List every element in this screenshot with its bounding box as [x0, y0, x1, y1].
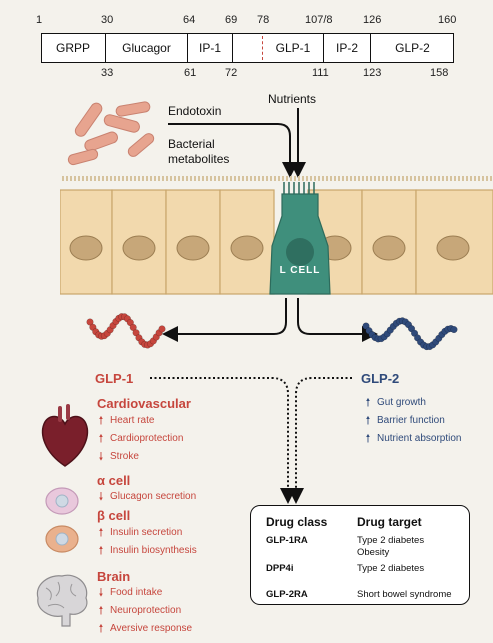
up-arrow-icon: 🠕: [365, 396, 371, 409]
peptide-bead: [86, 318, 94, 326]
segment-grpp: GRPP: [55, 41, 90, 55]
drug-target-dpp4i: Type 2 diabetes: [357, 563, 425, 574]
effect-gut-growth: 🠕Gut growth: [365, 396, 426, 409]
nutrients-label: Nutrients: [268, 92, 317, 106]
glp2-peptide-icon: [362, 317, 458, 351]
peptide-bead: [132, 329, 140, 337]
segment-glucagon: Glucagor: [105, 33, 187, 63]
pos-78: 78: [257, 14, 270, 26]
drug-class-glp1ra: GLP-1RA: [266, 535, 308, 546]
pos-123: 123: [363, 67, 382, 79]
up-arrow-icon: 🠕: [98, 432, 104, 445]
segment-spacer: [232, 33, 263, 63]
glp1-title: GLP-1: [95, 371, 134, 386]
segment-ip1: IP-1: [187, 33, 232, 63]
bacterial-metabolites-label: Bacterial metabolites: [168, 137, 230, 166]
beta-cell-icon: [45, 525, 79, 553]
pos-33: 33: [101, 67, 114, 79]
pos-160: 160: [438, 14, 457, 26]
segment-glp2: GLP-2: [370, 33, 454, 63]
intestinal-epithelium: [60, 176, 493, 295]
effect-stroke: 🠗Stroke: [98, 450, 139, 463]
drug-target-glp1ra: Type 2 diabetes Obesity: [357, 535, 425, 558]
down-arrow-icon: 🠗: [98, 586, 104, 599]
pos-61: 61: [184, 67, 197, 79]
up-arrow-icon: 🠕: [98, 622, 104, 635]
endotoxin-label: Endotoxin: [168, 104, 222, 118]
effect-insulin-secretion: 🠕Insulin secretion: [98, 526, 183, 539]
effect-barrier-function: 🠕Barrier function: [365, 414, 445, 427]
effect-insulin-biosynthesis: 🠕Insulin biosynthesis: [98, 544, 197, 557]
pos-72: 72: [225, 67, 238, 79]
pos-30: 30: [101, 14, 114, 26]
down-arrow-icon: 🠗: [98, 450, 104, 463]
pos-158: 158: [430, 67, 449, 79]
glp2-title: GLP-2: [361, 371, 400, 386]
up-arrow-icon: 🠕: [365, 432, 371, 445]
down-arrow-icon: 🠗: [98, 490, 104, 503]
cleavage-dashed-line: [262, 36, 263, 60]
up-arrow-icon: 🠕: [365, 414, 371, 427]
effect-heart-rate: 🠕Heart rate: [98, 414, 155, 427]
beta-cell-title: β cell: [97, 508, 131, 523]
cardiovascular-title: Cardiovascular: [97, 396, 191, 411]
glp1-peptide-icon: [86, 313, 166, 349]
peptide-bead: [450, 325, 458, 334]
effect-cardioprotection: 🠕Cardioprotection: [98, 432, 184, 445]
heart-icon: [41, 404, 89, 467]
drug-class-header: Drug class: [266, 515, 328, 529]
peptide-bead: [411, 329, 419, 337]
pos-64: 64: [183, 14, 196, 26]
alpha-cell-icon: [45, 487, 79, 515]
pos-126: 126: [363, 14, 382, 26]
brain-icon: [36, 574, 88, 627]
brain-title: Brain: [97, 569, 131, 584]
up-arrow-icon: 🠕: [98, 544, 104, 557]
pos-69: 69: [225, 14, 238, 26]
alpha-cell-title: α cell: [97, 473, 131, 488]
peptide-bead: [129, 323, 137, 331]
effect-glucagon-secretion: 🠗Glucagon secretion: [98, 490, 197, 503]
up-arrow-icon: 🠕: [98, 604, 104, 617]
pos-107: 107/8: [305, 14, 333, 26]
peptide-bead: [158, 325, 166, 333]
effect-nutrient-absorption: 🠕Nutrient absorption: [365, 432, 462, 445]
up-arrow-icon: 🠕: [98, 526, 104, 539]
up-arrow-icon: 🠕: [98, 414, 104, 427]
drug-target-header: Drug target: [357, 515, 422, 529]
segment-glp1: GLP-1: [275, 41, 311, 55]
drug-table: [250, 505, 470, 605]
proglucagon-bar: [41, 33, 454, 63]
segment-ip2: IP-2: [323, 33, 370, 63]
drug-class-dpp4i: DPP4i: [266, 563, 294, 574]
effect-food-intake: 🠗Food intake: [98, 586, 163, 599]
peptide-bead: [362, 322, 370, 330]
effect-aversive-response: 🠕Aversive response: [98, 622, 193, 635]
pos-111: 111: [312, 67, 329, 79]
l-cell-body: [269, 182, 331, 295]
l-cell-label: L CELL: [279, 265, 321, 276]
pos-1: 1: [36, 14, 43, 26]
effect-neuroprotection: 🠕Neuroprotection: [98, 604, 182, 617]
drug-class-glp2ra: GLP-2RA: [266, 589, 308, 600]
drug-target-glp2ra: Short bowel syndrome: [357, 589, 452, 600]
bacteria-icon: [67, 101, 155, 166]
